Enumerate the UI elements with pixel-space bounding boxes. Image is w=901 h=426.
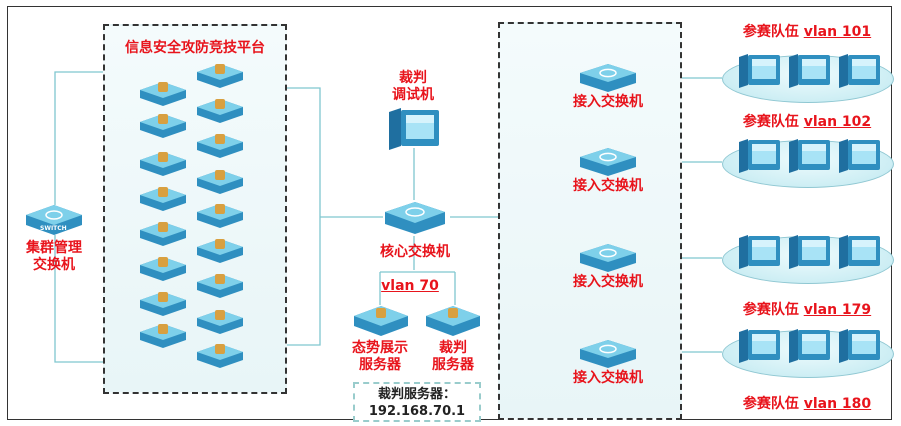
team-computer-icon[interactable] bbox=[838, 328, 882, 368]
team-label-vlan: vlan 179 bbox=[803, 302, 872, 318]
access-switch-icon[interactable] bbox=[576, 62, 640, 98]
team-label-prefix: 参赛队伍 bbox=[742, 114, 799, 130]
situation-server-icon[interactable] bbox=[352, 304, 410, 342]
team-computer-icon[interactable] bbox=[788, 53, 832, 93]
vlan70-text: vlan 70 bbox=[381, 278, 439, 294]
cluster-switch-icon[interactable]: SWITCH bbox=[22, 203, 86, 241]
platform-server-node[interactable] bbox=[195, 237, 245, 269]
core-switch-label: 核心交换机 bbox=[380, 244, 450, 260]
access-switch-label: 接入交换机 bbox=[573, 94, 643, 110]
platform-server-node[interactable] bbox=[138, 322, 188, 354]
team-label-vlan: vlan 101 bbox=[803, 24, 872, 40]
referee-debug-label: 裁判 调试机 bbox=[375, 70, 451, 104]
platform-server-node[interactable] bbox=[195, 132, 245, 164]
team-label-prefix: 参赛队伍 bbox=[742, 24, 799, 40]
access-switch-icon[interactable] bbox=[576, 242, 640, 278]
situation-server-line1: 态势展示 bbox=[352, 340, 408, 356]
access-switch-label: 接入交换机 bbox=[573, 274, 643, 290]
team-label-vlan: vlan 102 bbox=[803, 114, 872, 130]
team-computer-icon[interactable] bbox=[738, 328, 782, 368]
access-switch-icon[interactable] bbox=[576, 146, 640, 182]
platform-server-node[interactable] bbox=[195, 272, 245, 304]
referee-debug-line1: 裁判 bbox=[399, 70, 427, 86]
team-label-prefix: 参赛队伍 bbox=[742, 396, 799, 412]
platform-server-node[interactable] bbox=[138, 220, 188, 252]
ip-note-ip: 192.168.70.1 bbox=[368, 404, 466, 419]
situation-server-line2: 服务器 bbox=[359, 357, 401, 373]
team-computer-icon[interactable] bbox=[788, 328, 832, 368]
platform-server-node[interactable] bbox=[195, 97, 245, 129]
team-label-vlan: vlan 180 bbox=[803, 396, 872, 412]
referee-server-line2: 服务器 bbox=[432, 357, 474, 373]
ip-note-line1: 裁判服务器： bbox=[377, 387, 456, 402]
platform-title: 信息安全攻防竞技平台 bbox=[125, 40, 265, 56]
platform-server-node[interactable] bbox=[195, 308, 245, 340]
platform-box bbox=[103, 24, 287, 394]
core-switch-icon[interactable] bbox=[381, 200, 449, 240]
team-computer-icon[interactable] bbox=[738, 138, 782, 178]
access-switch-label: 接入交换机 bbox=[573, 370, 643, 386]
referee-server-line1: 裁判 bbox=[439, 340, 467, 356]
referee-server-label: 裁判 服务器 bbox=[418, 340, 488, 374]
situation-server-label: 态势展示 服务器 bbox=[335, 340, 425, 374]
team-computer-icon[interactable] bbox=[738, 53, 782, 93]
platform-server-node[interactable] bbox=[195, 202, 245, 234]
platform-server-node[interactable] bbox=[138, 80, 188, 112]
platform-server-node[interactable] bbox=[138, 290, 188, 322]
referee-debug-line2: 调试机 bbox=[392, 87, 434, 103]
team-computer-icon[interactable] bbox=[838, 138, 882, 178]
cluster-switch-icon-label: SWITCH bbox=[40, 225, 67, 232]
platform-server-node[interactable] bbox=[195, 168, 245, 200]
team-computer-icon[interactable] bbox=[788, 138, 832, 178]
team-label: 参赛队伍 vlan 179 bbox=[722, 302, 892, 319]
referee-server-ip-note: 裁判服务器： 192.168.70.1 bbox=[353, 382, 481, 422]
platform-server-node[interactable] bbox=[195, 342, 245, 374]
vlan70-label: vlan 70 bbox=[370, 278, 450, 295]
team-computer-icon[interactable] bbox=[738, 234, 782, 274]
platform-server-node[interactable] bbox=[138, 112, 188, 144]
team-label: 参赛队伍 vlan 180 bbox=[722, 396, 892, 413]
referee-debug-computer-icon[interactable] bbox=[387, 108, 443, 156]
platform-server-node[interactable] bbox=[195, 62, 245, 94]
team-computer-icon[interactable] bbox=[788, 234, 832, 274]
platform-server-node[interactable] bbox=[138, 255, 188, 287]
team-label: 参赛队伍 vlan 101 bbox=[722, 24, 892, 41]
team-computer-icon[interactable] bbox=[838, 53, 882, 93]
access-switch-label: 接入交换机 bbox=[573, 178, 643, 194]
cluster-switch-label: 集群管理 交换机 bbox=[14, 240, 94, 274]
team-computer-icon[interactable] bbox=[838, 234, 882, 274]
cluster-switch-line2: 交换机 bbox=[33, 257, 75, 273]
team-label: 参赛队伍 vlan 102 bbox=[722, 114, 892, 131]
access-switch-icon[interactable] bbox=[576, 338, 640, 374]
platform-server-node[interactable] bbox=[138, 150, 188, 182]
platform-server-node[interactable] bbox=[138, 185, 188, 217]
referee-server-icon[interactable] bbox=[424, 304, 482, 342]
cluster-switch-line1: 集群管理 bbox=[26, 240, 82, 256]
team-label-prefix: 参赛队伍 bbox=[742, 302, 799, 318]
